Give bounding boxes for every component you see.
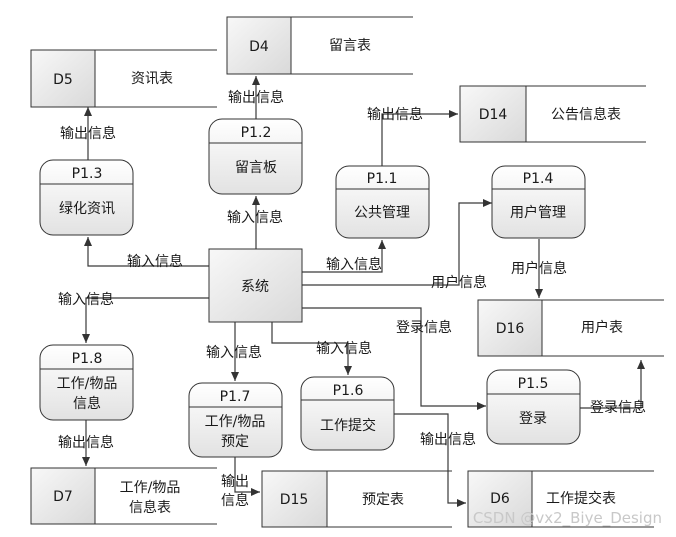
flow-lines <box>82 76 645 507</box>
process-id: P1.6 <box>333 383 364 399</box>
label-user-info-1: 用户信息 <box>431 274 487 291</box>
label-user-info-2: 用户信息 <box>511 260 567 277</box>
process-name: 工作提交 <box>320 417 376 434</box>
process-name: 公共管理 <box>354 205 410 221</box>
label-input-p13: 输入信息 <box>127 253 183 270</box>
process-id: P1.3 <box>72 166 103 182</box>
process-name-line2: 预定 <box>221 434 249 450</box>
label-output-d5: 输出信息 <box>60 125 116 142</box>
process-name: 用户管理 <box>510 204 566 221</box>
store-id: D4 <box>249 39 269 55</box>
process-name-line2: 信息 <box>73 395 101 412</box>
process-name-line1: 工作/物品 <box>205 414 266 430</box>
flow-system-p18 <box>82 297 209 343</box>
label-input-p17: 输入信息 <box>206 344 262 361</box>
process-p15: P1.5 登录 <box>486 369 581 445</box>
flow-system-p13 <box>84 237 209 267</box>
store-name-line1: 工作/物品 <box>120 480 181 496</box>
flow-system-p14 <box>302 199 492 286</box>
label-output-d6: 输出信息 <box>420 431 476 448</box>
label-output-d4: 输出信息 <box>228 89 284 106</box>
label-input-p12: 输入信息 <box>227 209 283 226</box>
data-store-d6: D6 工作提交表 <box>467 470 654 528</box>
process-name-line1: 工作/物品 <box>57 376 118 392</box>
process-id: P1.7 <box>220 389 251 405</box>
process-id: P1.2 <box>241 125 272 141</box>
process-name: 登录 <box>519 411 547 427</box>
store-name-line2: 信息表 <box>129 499 171 516</box>
process-p16: P1.6 工作提交 <box>300 376 395 451</box>
data-store-d14: D14 公告信息表 <box>459 85 646 143</box>
label-input-p16: 输入信息 <box>316 340 372 357</box>
label-output-d14: 输出信息 <box>367 106 423 123</box>
flow-system-p15 <box>302 307 486 410</box>
flow-p17-d15 <box>234 457 260 496</box>
flow-labels: 输出信息 输出信息 输出信息 输入信息 输入信息 输入信息 用户信息 用户信息 … <box>58 89 646 509</box>
flow-p11-d14 <box>381 110 458 166</box>
process-name: 绿化资讯 <box>59 201 115 217</box>
process-p14: P1.4 用户管理 <box>491 165 586 239</box>
flow-system-p11 <box>302 240 386 273</box>
data-store-d16: D16 用户表 <box>477 299 664 357</box>
label-output-d7: 输出信息 <box>58 434 114 451</box>
store-id: D6 <box>490 491 510 507</box>
process-id: P1.5 <box>518 376 549 392</box>
store-name: 公告信息表 <box>551 106 621 123</box>
flow-p15-d16 <box>580 360 645 409</box>
process-name: 留言板 <box>235 160 277 176</box>
store-id: D7 <box>53 489 73 505</box>
process-p18: P1.8 工作/物品 信息 <box>39 344 134 421</box>
data-store-d7: D7 工作/物品 信息表 <box>30 467 217 525</box>
data-store-d5: D5 资讯表 <box>30 49 217 108</box>
store-name: 用户表 <box>581 319 623 336</box>
store-id: D16 <box>496 321 525 337</box>
flow-system-p16 <box>271 322 352 375</box>
process-p17: P1.7 工作/物品 预定 <box>188 382 283 458</box>
store-id: D14 <box>479 107 508 123</box>
label-input-p11: 输入信息 <box>326 256 382 273</box>
store-name: 工作提交表 <box>546 490 616 507</box>
data-store-d15: D15 预定表 <box>261 470 452 528</box>
system-box: 系统 <box>208 248 303 323</box>
process-p13: P1.3 绿化资讯 <box>39 159 134 236</box>
process-p11: P1.1 公共管理 <box>335 165 430 239</box>
process-id: P1.8 <box>72 351 103 367</box>
store-name: 资讯表 <box>131 71 173 87</box>
data-store-d4: D4 留言表 <box>226 16 413 75</box>
process-id: P1.4 <box>523 171 554 187</box>
store-id: D5 <box>53 72 73 88</box>
label-input-p18: 输入信息 <box>58 291 114 308</box>
store-id: D15 <box>280 492 309 508</box>
label-login-info-2: 登录信息 <box>590 399 646 416</box>
label-output-d15-line2: 信息 <box>221 492 249 509</box>
label-login-info-1: 登录信息 <box>396 319 452 336</box>
store-name: 留言表 <box>329 38 371 54</box>
process-p12: P1.2 留言板 <box>208 118 303 195</box>
store-name: 预定表 <box>362 492 404 508</box>
watermark: CSDN @vx2_Biye_Design <box>473 509 662 528</box>
system-label: 系统 <box>241 279 269 295</box>
flow-p16-d6 <box>394 413 466 507</box>
label-output-d15-line1: 输出 <box>221 474 249 490</box>
process-id: P1.1 <box>367 171 398 187</box>
